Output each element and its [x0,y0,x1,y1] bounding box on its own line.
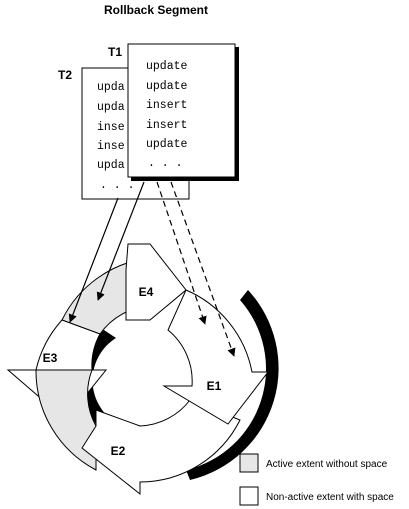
legend: Active extent without space Non-active e… [239,453,394,506]
t2-entry: upda [97,101,125,114]
transaction-t1-label: T1 [108,45,122,59]
extent-e2-label: E2 [111,444,126,458]
diagram-title: Rollback Segment [104,3,208,17]
t1-entry: update [146,80,188,93]
t1-entry: insert [146,99,187,112]
t2-entry: upda [97,159,125,172]
t1-entry: update [146,138,188,151]
t1-entry: . . . [148,157,183,170]
t1-pointer-arrow [170,181,236,357]
t2-entry: upda [97,81,125,94]
extent-e4-label: E4 [139,285,154,299]
transaction-t1: T1 update update insert insert update . … [108,43,239,181]
t2-pointer-arrow [96,181,145,301]
transaction-t1-box [127,43,236,178]
transaction-pointers [68,181,236,357]
t2-entry: inse [97,140,125,153]
extent-e3-label: E3 [43,351,58,365]
extent-e1-label: E1 [207,379,222,393]
legend-nonactive-label: Non-active extent with space [266,492,394,503]
t1-pointer-arrow [156,181,207,325]
extent-ring: E4 E3 E1 E2 [6,243,279,496]
legend-active-label: Active extent without space [266,459,388,470]
t2-entry: . . . [100,179,135,192]
extent-e4-head [125,243,187,321]
extent-e3-body [35,369,97,471]
extent-e2-segment [81,399,241,496]
t1-entry: update [146,60,188,73]
t1-entry: insert [146,119,187,132]
legend-active-swatch [239,453,259,473]
t2-entry: inse [97,121,125,134]
legend-nonactive-swatch [239,486,259,506]
ring-shadow [186,290,279,480]
t2-pointer-arrow [68,197,119,323]
transaction-t2-label: T2 [58,68,72,82]
